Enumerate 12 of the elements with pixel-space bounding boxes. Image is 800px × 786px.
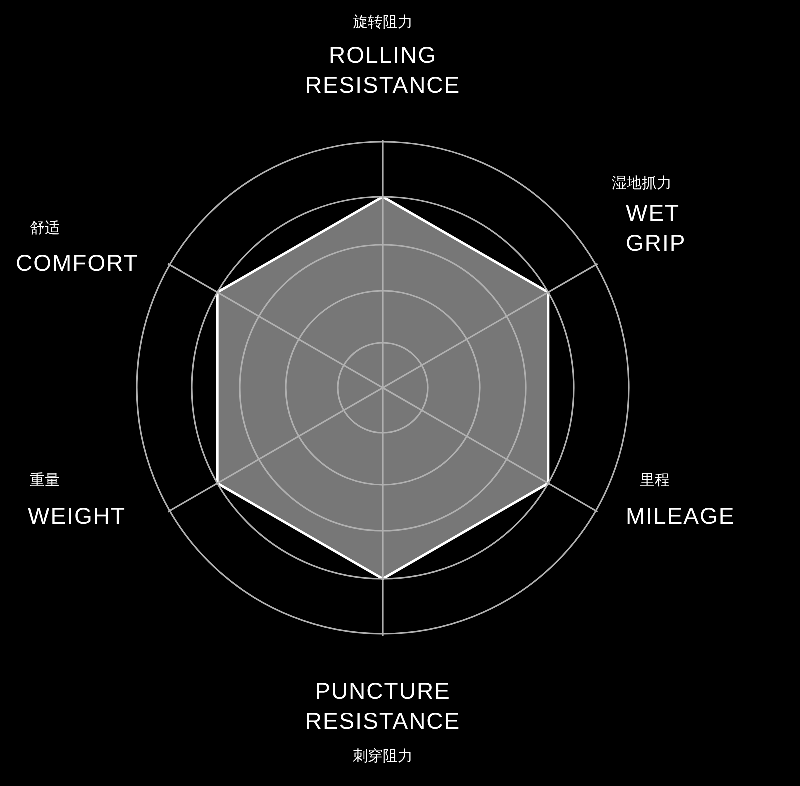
- axis-label: MILEAGE: [626, 502, 736, 531]
- axis-label: WET GRIP: [626, 199, 688, 258]
- axis-label: ROLLING RESISTANCE: [304, 41, 462, 100]
- axis-label: PUNCTURE RESISTANCE: [304, 677, 462, 736]
- axis-label: 刺穿阻力: [352, 746, 414, 766]
- axis-label: WEIGHT: [28, 502, 127, 531]
- axis-label: 旋转阻力: [352, 12, 414, 32]
- axis-label: COMFORT: [16, 249, 140, 278]
- axis-label: 重量: [30, 470, 61, 490]
- axis-label: 湿地抓力: [612, 173, 673, 193]
- axis-label: 舒适: [30, 218, 61, 238]
- axis-label: 里程: [640, 470, 671, 490]
